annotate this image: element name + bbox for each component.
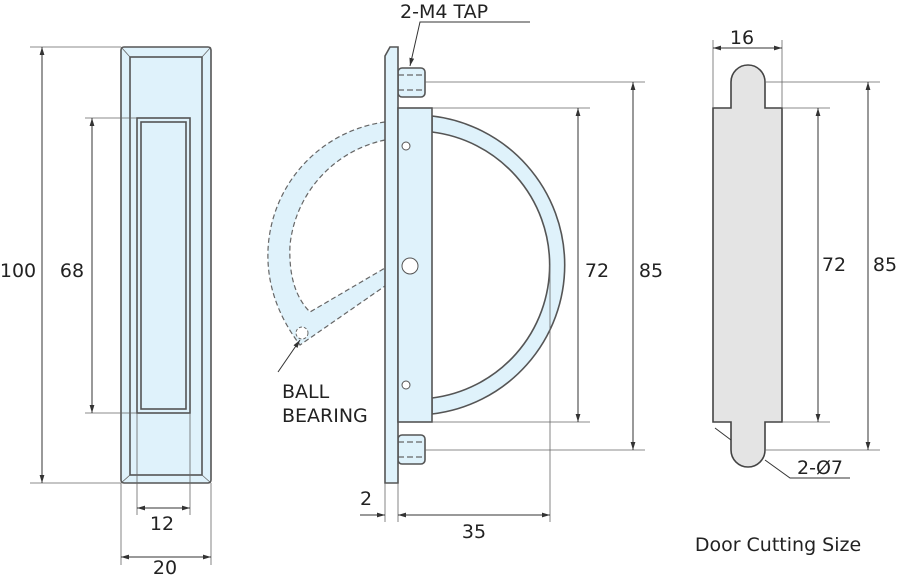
dim-100: 100 <box>0 260 36 282</box>
ball-bearing <box>295 326 309 340</box>
dim-85-cutout: 85 <box>873 254 897 276</box>
bearing-label-2: BEARING <box>282 405 368 427</box>
dim-72: 72 <box>585 260 609 282</box>
dim-35: 35 <box>462 521 486 543</box>
dim-20: 20 <box>153 557 177 578</box>
tap-boss-top <box>397 67 426 98</box>
face-plate <box>384 46 399 484</box>
bearing-label-1: BALL <box>282 381 330 403</box>
ring-handle <box>431 115 566 415</box>
tap-label: 2-M4 TAP <box>400 1 488 23</box>
door-cutout-view: 16 72 85 2-Ø7 Door Cutting Size <box>695 27 900 556</box>
recess-inner <box>140 121 187 410</box>
dim-85: 85 <box>639 260 663 282</box>
dim-68: 68 <box>60 260 84 282</box>
dim-holes: 2-Ø7 <box>797 457 843 479</box>
dim-12: 12 <box>150 513 174 535</box>
dim-72-cutout: 72 <box>822 254 846 276</box>
side-view: 72 85 2 35 2-M4 TAP BALL BEARING <box>267 1 666 543</box>
cutout-shape <box>712 64 783 468</box>
tap-boss-bottom <box>397 434 426 465</box>
dim-2: 2 <box>360 488 372 510</box>
caption: Door Cutting Size <box>695 534 861 556</box>
front-view: 100 68 12 20 <box>0 46 212 578</box>
dim-16: 16 <box>730 27 754 49</box>
